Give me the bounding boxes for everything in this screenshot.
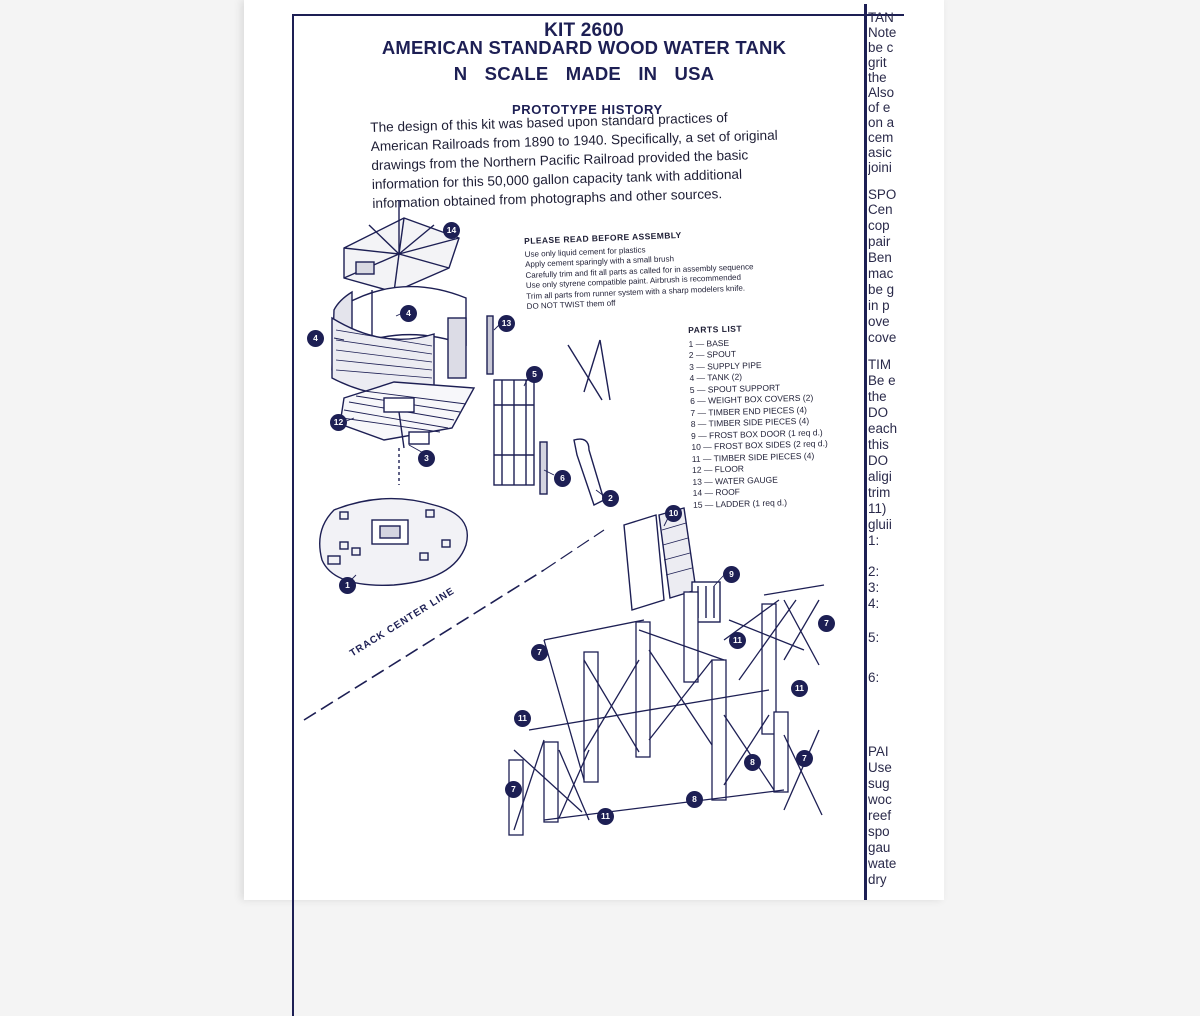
callout-6: 6 bbox=[554, 470, 571, 487]
column-text-line: 2: bbox=[868, 564, 880, 579]
callout-5: 5 bbox=[526, 366, 543, 383]
callout-8: 8 bbox=[744, 754, 761, 771]
kit-number: KIT 2600 bbox=[544, 20, 624, 41]
kit-title: AMERICAN STANDARD WOOD WATER TANK bbox=[381, 37, 787, 58]
column-text-line: Also bbox=[868, 85, 895, 100]
column-text-line: ove bbox=[868, 314, 890, 329]
callout-12: 12 bbox=[330, 414, 347, 431]
column-text-line: DO bbox=[868, 453, 889, 468]
scale-line: N SCALE MADE IN USA bbox=[453, 63, 715, 84]
column-text-line: mac bbox=[868, 266, 894, 281]
callout-1: 1 bbox=[339, 577, 356, 594]
column-text-line: of e bbox=[868, 100, 891, 115]
column-text-line: cem bbox=[868, 130, 894, 145]
assembly-notes: PLEASE READ BEFORE ASSEMBLY Use only liq… bbox=[524, 224, 847, 313]
callout-14: 14 bbox=[443, 222, 460, 239]
column-text-line: 4: bbox=[868, 596, 880, 611]
column-text-line: TAN bbox=[868, 10, 894, 25]
column-text-line: gau bbox=[868, 840, 891, 855]
column-text-line: cop bbox=[868, 218, 890, 233]
column-text-line: each bbox=[868, 421, 898, 436]
callout-7: 7 bbox=[818, 615, 835, 632]
callout-11: 11 bbox=[729, 632, 746, 649]
column-text-line: asic bbox=[868, 145, 892, 160]
column-text-line: 5: bbox=[868, 630, 880, 645]
callout-3: 3 bbox=[418, 450, 435, 467]
column-text-line: in p bbox=[868, 298, 890, 313]
column-text-line: joini bbox=[868, 160, 892, 175]
exploded-diagram bbox=[303, 200, 825, 836]
callout-11: 11 bbox=[791, 680, 808, 697]
callout-9: 9 bbox=[723, 566, 740, 583]
column-text-line: 11) bbox=[868, 501, 887, 516]
column-text-line: Ben bbox=[868, 250, 892, 265]
callout-7: 7 bbox=[505, 781, 522, 798]
column-text-line: sug bbox=[868, 776, 890, 791]
callout-13: 13 bbox=[498, 315, 515, 332]
callout-11: 11 bbox=[514, 710, 531, 727]
callout-8: 8 bbox=[686, 791, 703, 808]
column-text-line: dry bbox=[868, 872, 887, 887]
column-text-line: on a bbox=[868, 115, 895, 130]
callout-7: 7 bbox=[531, 644, 548, 661]
column-text-line: grit bbox=[868, 55, 887, 70]
callout-11: 11 bbox=[597, 808, 614, 825]
column-text-line: this bbox=[868, 437, 889, 452]
column-text-line: woc bbox=[868, 792, 892, 807]
column-text-line: aligi bbox=[868, 469, 892, 484]
sheet-border bbox=[292, 14, 904, 1016]
column-text-line: reef bbox=[868, 808, 892, 823]
callout-4: 4 bbox=[400, 305, 417, 322]
history-heading: PROTOTYPE HISTORY bbox=[512, 102, 663, 117]
column-text-line: Use bbox=[868, 760, 892, 775]
column-divider bbox=[864, 4, 867, 900]
column-text-line: pair bbox=[868, 234, 891, 249]
column-text-line: cove bbox=[868, 330, 897, 345]
column-text-line: trim bbox=[868, 485, 891, 500]
instruction-sheet: KIT 2600 AMERICAN STANDARD WOOD WATER TA… bbox=[244, 0, 944, 1016]
column-text-line: Cen bbox=[868, 202, 893, 217]
column-text-line: spo bbox=[868, 824, 890, 839]
column-text-line: the bbox=[868, 70, 887, 85]
column-text-line: be c bbox=[868, 40, 894, 55]
callout-4: 4 bbox=[307, 330, 324, 347]
column-text-line: 3: bbox=[868, 580, 880, 595]
column-text-line: be g bbox=[868, 282, 895, 297]
column-text-line: wate bbox=[868, 856, 897, 871]
column-text-line: 6: bbox=[868, 670, 880, 685]
column-text-line: the bbox=[868, 389, 887, 404]
column-text-line: SPO bbox=[868, 187, 897, 202]
parts-list: PARTS LIST 1 — BASE 2 — SPOUT 3 — SUPPLY… bbox=[688, 319, 893, 511]
column-text-line: gluii bbox=[868, 517, 892, 532]
callout-10: 10 bbox=[665, 505, 682, 522]
column-text-line: TIM bbox=[868, 357, 892, 372]
column-text-line: Be e bbox=[868, 373, 896, 388]
callout-2: 2 bbox=[602, 490, 619, 507]
column-text-line: PAI bbox=[868, 744, 889, 759]
column-text-line: Note bbox=[868, 25, 897, 40]
column-text-line: 1: bbox=[868, 533, 880, 548]
column-text-line: DO bbox=[868, 405, 889, 420]
callout-7: 7 bbox=[796, 750, 813, 767]
